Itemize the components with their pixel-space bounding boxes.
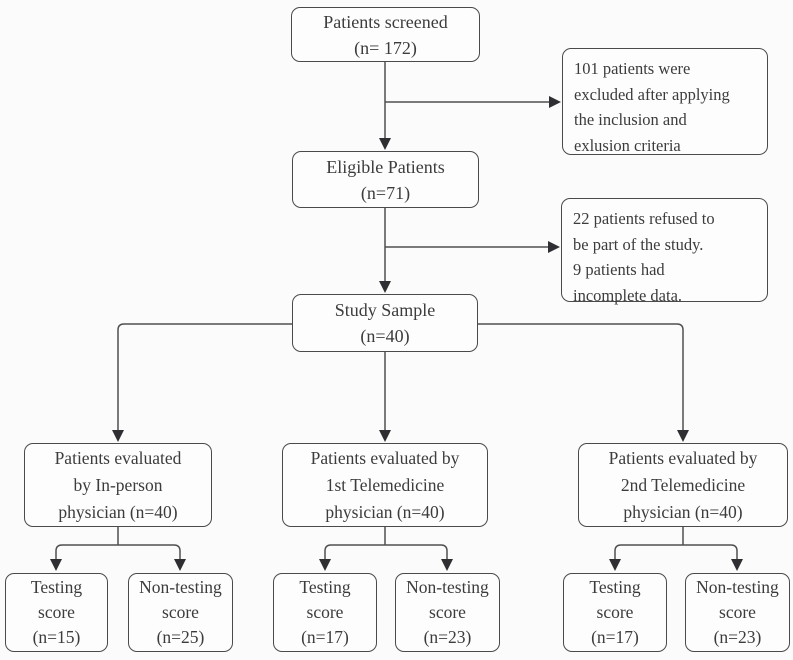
- node-line: (n=17): [301, 627, 349, 647]
- node-line: 22 patients refused to: [573, 209, 715, 228]
- node-study-sample: Study Sample (n=40): [292, 294, 478, 352]
- node-line: (n=17): [591, 627, 639, 647]
- node-line: score: [429, 602, 466, 622]
- node-line: incomplete data.: [573, 285, 683, 305]
- node-patients-screened: Patients screened (n= 172): [291, 7, 480, 62]
- connector-sample-to-tele2: [478, 323, 684, 430]
- node-line: the inclusion and: [574, 110, 687, 129]
- node-line: score: [306, 602, 344, 622]
- arrow-down-icon: [677, 430, 689, 442]
- node-eligible-patients: Eligible Patients (n=71): [292, 151, 479, 208]
- node-excluded-patients: 101 patients were excluded after applyin…: [562, 48, 768, 155]
- node-line: 1st Telemedicine: [325, 474, 445, 495]
- arrow-down-icon: [174, 559, 186, 571]
- arrow-down-icon: [379, 430, 391, 442]
- arrow-down-icon: [731, 559, 743, 571]
- arrow-down-icon: [50, 559, 62, 571]
- node-line: Non-testing: [696, 577, 779, 597]
- node-tele2-nontesting-score: Non-testing score (n=23): [685, 573, 790, 652]
- node-line: physician (n=40): [58, 501, 178, 522]
- connector-tele1-split: [324, 527, 448, 559]
- arrow-right-icon: [549, 96, 561, 108]
- node-line: (n=40): [360, 326, 410, 346]
- node-line: Testing: [589, 577, 641, 597]
- node-line: Study Sample: [334, 300, 436, 320]
- node-line: be part of the study.: [573, 234, 704, 254]
- node-line: Patients evaluated: [54, 447, 182, 468]
- arrow-down-icon: [112, 430, 124, 442]
- node-refused-incomplete: 22 patients refused to be part of the st…: [561, 198, 768, 305]
- node-line: 2nd Telemedicine: [620, 474, 746, 495]
- node-line: 9 patients had: [573, 260, 665, 279]
- node-inperson-nontesting-score: Non-testing score (n=25): [128, 573, 233, 652]
- node-line: score: [596, 602, 634, 622]
- arrow-down-icon: [441, 559, 453, 571]
- node-line: physician (n=40): [325, 501, 445, 522]
- node-line: Non-testing: [406, 577, 489, 597]
- arrow-down-icon: [319, 559, 331, 571]
- node-line: score: [38, 602, 75, 622]
- node-line: Eligible Patients: [326, 156, 445, 177]
- node-line: Patients evaluated by: [310, 447, 460, 468]
- node-line: score: [719, 602, 756, 622]
- node-line: (n= 172): [354, 37, 417, 58]
- node-line: Patients screened: [323, 11, 448, 32]
- arrow-down-icon: [379, 281, 391, 293]
- node-inperson-testing-score: Testing score (n=15): [5, 573, 108, 652]
- node-line: score: [162, 602, 199, 622]
- node-line: (n=23): [423, 627, 472, 647]
- arrow-down-icon: [379, 138, 391, 150]
- node-first-telemedicine-physician: Patients evaluated by 1st Telemedicine p…: [282, 443, 488, 527]
- node-line: (n=25): [156, 627, 205, 647]
- arrow-right-icon: [548, 241, 560, 253]
- node-tele1-testing-score: Testing score (n=17): [273, 573, 377, 652]
- node-line: Patients evaluated by: [608, 447, 758, 468]
- node-line: exlusion criteria: [574, 135, 681, 155]
- node-tele2-testing-score: Testing score (n=17): [563, 573, 667, 652]
- connector-sample-to-inperson: [117, 323, 292, 430]
- connector-inperson-split: [55, 527, 181, 559]
- node-line: by In-person: [73, 474, 163, 495]
- node-second-telemedicine-physician: Patients evaluated by 2nd Telemedicine p…: [578, 443, 788, 527]
- node-tele1-nontesting-score: Non-testing score (n=23): [395, 573, 500, 652]
- arrow-down-icon: [609, 559, 621, 571]
- connector-tele2-split: [614, 527, 738, 559]
- node-line: (n=15): [32, 627, 81, 647]
- node-line: 101 patients were: [574, 59, 691, 78]
- node-line: Testing: [30, 577, 83, 597]
- node-line: (n=23): [713, 627, 762, 647]
- node-line: excluded after applying: [574, 84, 730, 104]
- node-inperson-physician: Patients evaluated by In-person physicia…: [24, 443, 212, 527]
- node-line: Non-testing: [139, 577, 222, 597]
- node-line: physician (n=40): [623, 501, 743, 522]
- node-line: Testing: [299, 577, 351, 597]
- arrowheads: [50, 96, 743, 571]
- node-line: (n=71): [360, 182, 411, 203]
